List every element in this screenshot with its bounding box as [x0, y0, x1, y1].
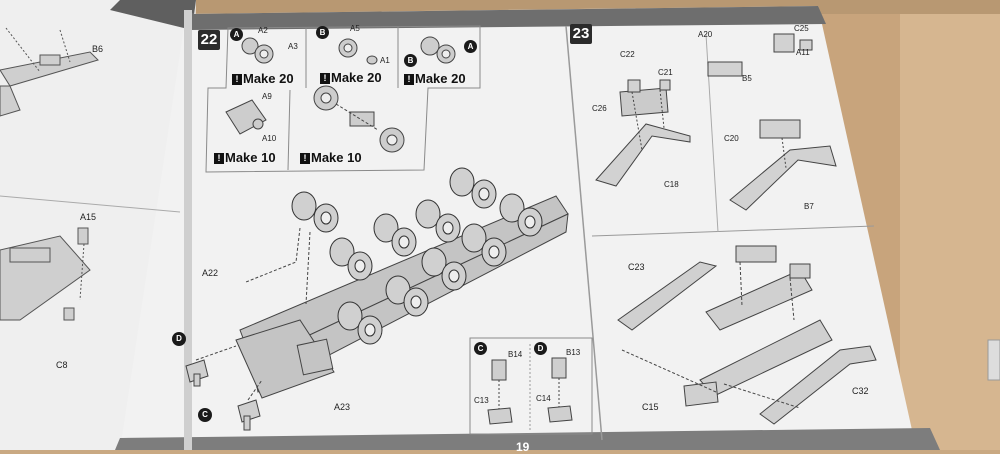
marker-a: A — [230, 28, 243, 41]
label-b5: B5 — [742, 74, 752, 83]
label-c20: C20 — [724, 134, 739, 143]
label-c26: C26 — [592, 104, 607, 113]
label-a1: A1 — [380, 56, 390, 65]
step-22-number: 22 — [198, 30, 220, 50]
page-number: 19 — [516, 440, 530, 454]
make-10-wheels: !Make 10 — [300, 150, 362, 165]
label-a23: A23 — [334, 402, 351, 412]
label-b14: B14 — [508, 350, 523, 359]
make-20-ab: !Make 20 — [404, 71, 466, 86]
step-23-number: 23 — [570, 24, 592, 44]
label-c32: C32 — [852, 386, 869, 396]
label-a5: A5 — [350, 24, 360, 33]
inset-marker-d: D — [534, 342, 547, 355]
label-a22: A22 — [202, 268, 219, 278]
label-a10: A10 — [262, 134, 277, 143]
make-20-a: !Make 20 — [232, 71, 294, 86]
label-c25: C25 — [794, 24, 809, 33]
label-a15: A15 — [80, 212, 97, 222]
marker-b: B — [316, 26, 329, 39]
label-a2: A2 — [258, 26, 268, 35]
inset-marker-c: C — [474, 342, 487, 355]
label-c18: C18 — [664, 180, 679, 189]
wheel-group — [291, 191, 339, 233]
make-20-b: !Make 20 — [320, 70, 382, 85]
marker-b-2: B — [404, 54, 417, 67]
step23-frame — [617, 245, 877, 425]
label-b7: B7 — [804, 202, 814, 211]
header-band — [190, 6, 826, 30]
label-a11: A11 — [796, 48, 810, 57]
make-10-a9: !Make 10 — [214, 150, 276, 165]
label-a9: A9 — [262, 92, 272, 101]
label-c14: C14 — [536, 394, 551, 403]
label-c8: C8 — [56, 360, 68, 370]
label-a3: A3 — [288, 42, 298, 51]
marker-d: D — [172, 332, 186, 346]
marker-a-2: A — [464, 40, 477, 53]
label-b13: B13 — [566, 348, 581, 357]
inset-box — [469, 337, 593, 435]
label-c22: C22 — [620, 50, 635, 59]
label-c13: C13 — [474, 396, 489, 405]
label-c15: C15 — [642, 402, 659, 412]
label-b6: B6 — [92, 44, 104, 54]
label-c21: C21 — [658, 68, 673, 77]
marker-c: C — [198, 408, 212, 422]
label-a20: A20 — [698, 30, 713, 39]
label-c23: C23 — [628, 262, 645, 272]
